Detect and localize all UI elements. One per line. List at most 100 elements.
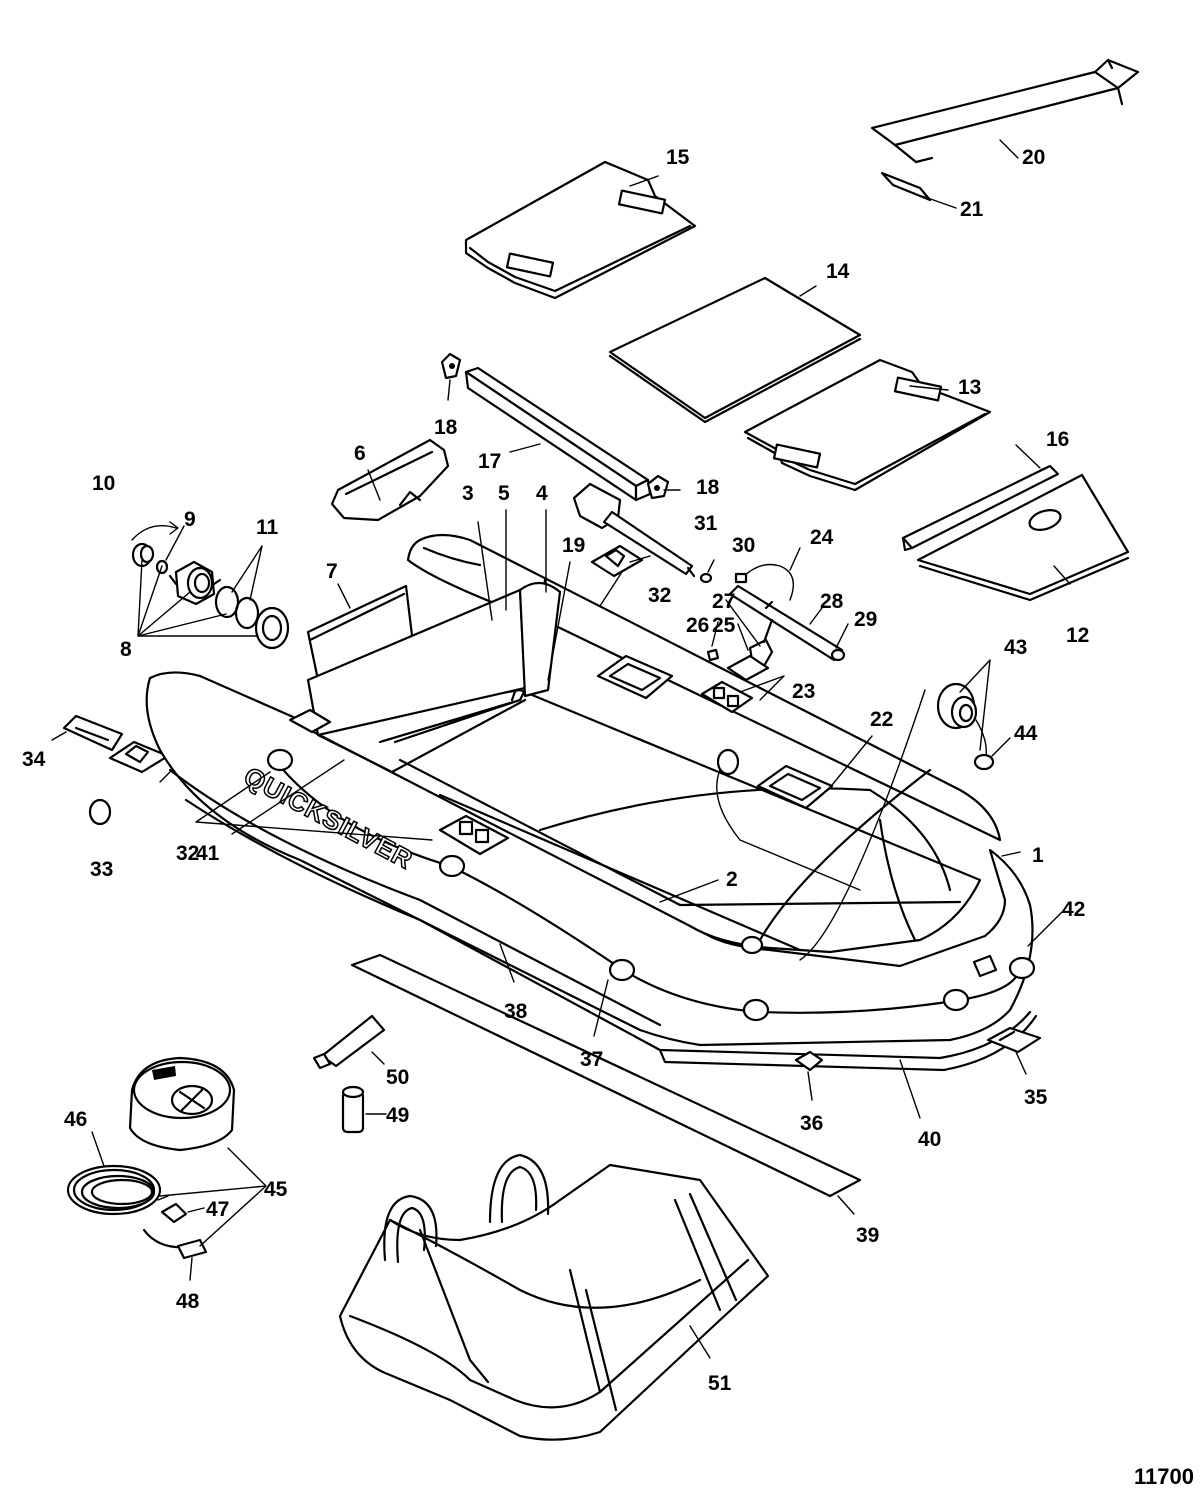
callout-7: 7: [326, 560, 338, 583]
callout-35: 35: [1024, 1086, 1048, 1109]
part-6-storage-bag: [330, 438, 450, 522]
figure-code: 11700: [1134, 1464, 1194, 1489]
callout-27: 27: [712, 590, 735, 613]
callout-48: 48: [176, 1290, 200, 1313]
callout-41: 41: [196, 842, 220, 865]
part-34-handle: [62, 714, 124, 752]
callout-2: 2: [726, 868, 738, 891]
part-33-ring: [88, 798, 112, 826]
part-12-transom-plate: [916, 473, 1130, 602]
part-23-oarlock-mount: [700, 680, 754, 714]
part-20-transom-board: [870, 58, 1140, 164]
callout-14: 14: [826, 260, 850, 283]
part-9-valve-cap: [131, 542, 169, 575]
callout-39: 39: [856, 1224, 879, 1247]
callout-4: 4: [536, 482, 548, 505]
part-14-floor-panel: [608, 276, 862, 424]
part-40-keel-line: [740, 689, 926, 961]
callout-11: 11: [256, 516, 279, 539]
callout-numbers: 1 2 3 4 5 6 7 8 9 10 11 12 13 14 15 16 1…: [22, 146, 1089, 1395]
callout-46: 46: [64, 1108, 87, 1131]
callout-21: 21: [960, 198, 984, 221]
callout-17: 17: [478, 450, 501, 473]
part-43-valve: [936, 682, 987, 757]
callout-36: 36: [800, 1112, 823, 1135]
part-49-adhesive-can: [341, 1085, 365, 1134]
part-45-foot-pump: [128, 1056, 236, 1152]
callout-22: 22: [870, 708, 893, 731]
part-30-pin: [699, 572, 713, 584]
callout-34: 34: [22, 748, 46, 771]
callout-31: 31: [694, 512, 718, 535]
part-26-screw: [706, 648, 720, 662]
part-25-oarlock-base: [726, 654, 770, 682]
part-18-seat-clip-right: [646, 474, 670, 500]
callout-15: 15: [666, 146, 690, 169]
part-16-stringer: [901, 464, 1060, 552]
part-28-oar-shaft: [728, 584, 846, 662]
part-8-valve-body: [168, 560, 222, 606]
part-31-paddle: [572, 482, 696, 578]
callout-6: 6: [354, 442, 366, 465]
part-10-valve-cap-tether: [131, 521, 179, 541]
part-44-valve-cap: [973, 753, 995, 771]
callout-8: 8: [120, 638, 132, 661]
callout-45: 45: [264, 1178, 288, 1201]
callout-49: 49: [386, 1104, 409, 1127]
part-4-transom-side: [518, 581, 562, 698]
callout-43: 43: [1004, 636, 1027, 659]
callout-44: 44: [1014, 722, 1038, 745]
callout-33: 33: [90, 858, 113, 881]
callout-18-left: 18: [434, 416, 458, 439]
callout-24: 24: [810, 526, 834, 549]
callout-19: 19: [562, 534, 585, 557]
callout-18-right: 18: [696, 476, 720, 499]
part-8-valve-flange: [254, 606, 290, 650]
part-41-handle-near: [288, 708, 332, 734]
callout-1: 1: [1032, 844, 1044, 867]
callout-10: 10: [92, 472, 115, 495]
part-18-seat-clip-left: [440, 352, 462, 380]
part-32-oarlock-mount-near: [438, 814, 510, 856]
part-47-nozzle: [160, 1202, 188, 1224]
part-51-carry-bag: [338, 1153, 770, 1441]
callout-38: 38: [504, 1000, 528, 1023]
part-24-tether: [734, 563, 794, 601]
callout-37: 37: [580, 1048, 603, 1071]
callout-12: 12: [1066, 624, 1089, 647]
part-42-towing-eye: [972, 954, 998, 978]
callout-9: 9: [184, 508, 196, 531]
part-17-seat-bench: [464, 366, 652, 502]
callout-16: 16: [1046, 428, 1069, 451]
part-46-hose: [66, 1164, 169, 1216]
callout-47: 47: [206, 1198, 229, 1221]
callout-29: 29: [854, 608, 877, 631]
callout-28: 28: [820, 590, 844, 613]
callout-5: 5: [498, 482, 510, 505]
leader-lines: [51, 139, 1071, 1359]
callout-40: 40: [918, 1128, 941, 1151]
callout-20: 20: [1022, 146, 1045, 169]
callout-25: 25: [712, 614, 736, 637]
callout-32-top: 32: [648, 584, 671, 607]
callout-3: 3: [462, 482, 474, 505]
part-50-adhesive-tube: [312, 1014, 386, 1070]
callout-23: 23: [792, 680, 815, 703]
callout-42: 42: [1062, 898, 1085, 921]
callout-51: 51: [708, 1372, 732, 1395]
part-36-drain-plug: [794, 1050, 824, 1072]
callout-13: 13: [958, 376, 981, 399]
callout-32-left: 32: [176, 842, 199, 865]
part-11-valve-o-rings: [214, 585, 260, 630]
part-35-bow-handle: [986, 1026, 1042, 1054]
callout-30: 30: [732, 534, 755, 557]
part-39-keel-strip: [350, 953, 862, 1198]
part-32-mount: [590, 544, 644, 578]
callout-26: 26: [686, 614, 709, 637]
part-22-handle-far: [596, 654, 674, 700]
part-48-adapter: [142, 1228, 208, 1260]
part-15-floor-panel: [464, 160, 697, 300]
callout-50: 50: [386, 1066, 409, 1089]
part-19-pressure-line: [716, 748, 861, 891]
